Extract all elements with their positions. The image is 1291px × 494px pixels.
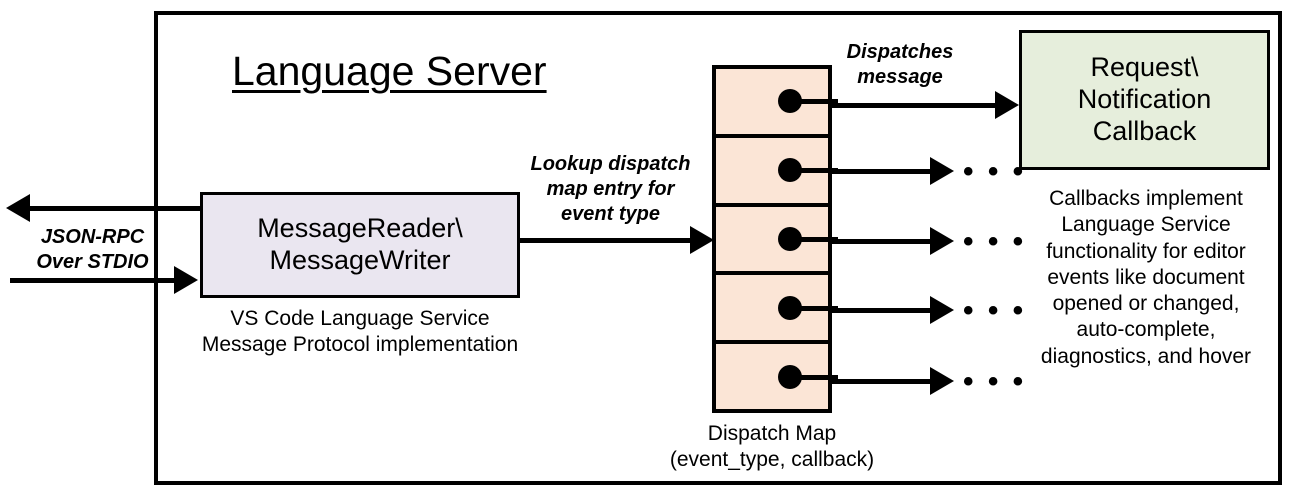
dispatch-arrow-icon-2 [930,157,954,185]
ellipsis-row-4: • • • [963,294,1027,327]
dispatch-connector-line-5 [832,379,942,384]
outbound-arrow-icon [6,194,30,222]
message-reader-writer-label: MessageReader\ MessageWriter [257,213,463,275]
dispatch-map-cell-2[interactable] [716,138,838,207]
message-reader-writer-caption: VS Code Language Service Message Protoco… [201,307,519,357]
callback-description-caption: Callbacks implement Language Service fun… [1040,187,1252,368]
dispatch-map-cell-1[interactable] [716,69,838,138]
lookup-dispatch-label: Lookup dispatch map entry for event type [530,153,691,225]
request-notification-callback-box[interactable]: Request\ Notification Callback [1019,30,1270,170]
ellipsis-row-2: • • • [963,155,1027,188]
dispatch-arrow-icon-4 [930,296,954,324]
dispatch-arrow-icon-1 [995,91,1019,119]
dispatch-map-cell-4[interactable] [716,275,838,345]
lookup-arrow-icon [690,226,714,254]
dispatch-entry-stub-2 [796,168,838,174]
dispatch-entry-stub-5 [796,374,838,380]
dispatch-entry-stub-1 [796,99,838,105]
outbound-connector-line [30,206,202,211]
dispatch-map-cell-5[interactable] [716,344,838,409]
dispatches-message-label: Dispatches message [846,41,954,88]
page-title: Language Server [232,48,547,94]
dispatch-entry-stub-3 [796,236,838,242]
language-server-boundary [154,11,1282,485]
request-notification-callback-label: Request\ Notification Callback [1077,52,1212,146]
dispatch-map-cell-3[interactable] [716,207,838,276]
lookup-connector-line [520,238,694,243]
inbound-connector-line [10,278,176,283]
dispatch-map-caption: Dispatch Map (event_type, callback) [669,422,875,472]
dispatch-entry-stub-4 [796,305,838,311]
dispatch-connector-line-2 [832,169,942,174]
dispatch-connector-line-1 [832,103,1007,108]
message-reader-writer-box[interactable]: MessageReader\ MessageWriter [200,192,520,298]
dispatch-map-table[interactable] [712,65,838,413]
dispatch-connector-line-4 [832,308,942,313]
dispatch-connector-line-3 [832,239,942,244]
dispatch-arrow-icon-5 [930,367,954,395]
ellipsis-row-3: • • • [963,225,1027,258]
json-rpc-label: JSON-RPC Over STDIO [36,226,149,273]
dispatch-arrow-icon-3 [930,227,954,255]
ellipsis-row-5: • • • [963,365,1027,398]
inbound-arrow-icon [174,266,198,294]
